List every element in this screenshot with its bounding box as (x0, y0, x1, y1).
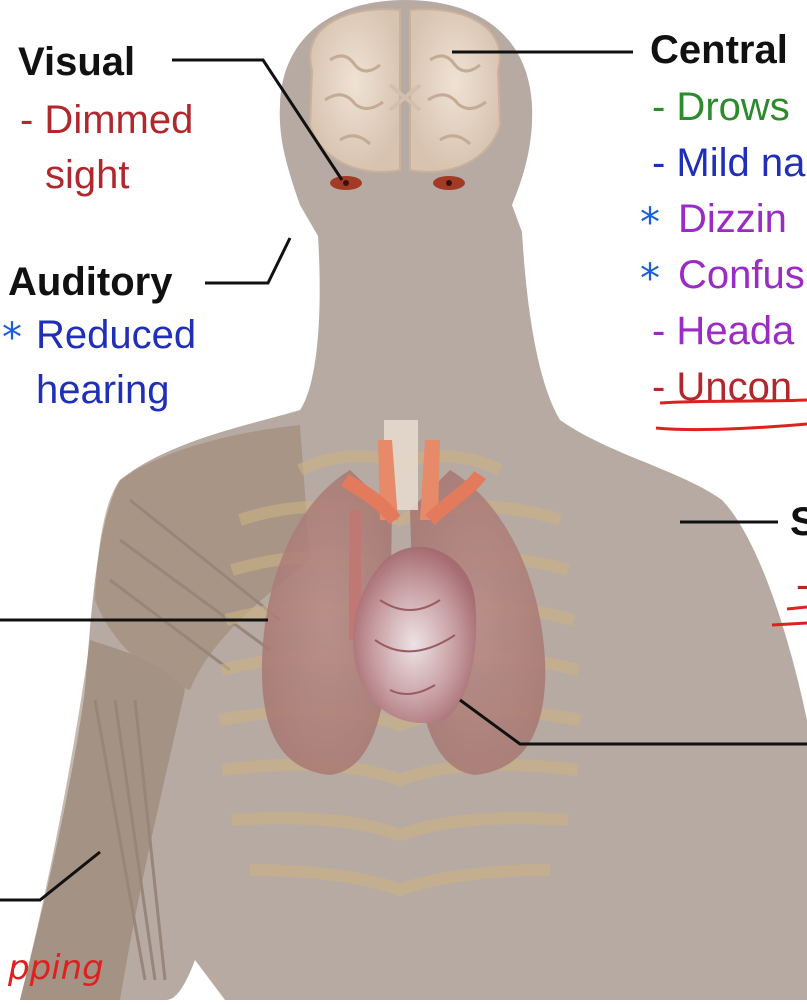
visual-heading: Visual (18, 42, 135, 82)
underline-skin-1 (787, 607, 807, 609)
central-item-3: Dizzin (678, 199, 787, 239)
central-item-6: - Uncon (652, 367, 792, 407)
asterisk-marker-dizziness: * (640, 203, 660, 243)
central-item-5: - Heada (652, 311, 794, 351)
handwritten-annotation: pping (8, 948, 104, 988)
skin-heading: S (790, 502, 807, 542)
central-heading: Central (650, 30, 788, 70)
visual-item-2: sight (45, 155, 130, 195)
central-item-2: - Mild na (652, 143, 805, 183)
underline-skin-2 (772, 623, 807, 625)
auditory-item-1: Reduced (36, 315, 196, 355)
skin-item: - (796, 565, 807, 605)
asterisk-marker-confusion: * (640, 259, 660, 299)
underline-unconscious-second (656, 424, 807, 430)
central-item-1: - Drows (652, 87, 790, 127)
auditory-heading: Auditory (8, 262, 172, 302)
central-item-4: Confus (678, 255, 805, 295)
auditory-leader-line (205, 238, 290, 283)
asterisk-marker-auditory: * (2, 318, 22, 358)
visual-item-1: - Dimmed (20, 100, 193, 140)
auditory-item-2: hearing (36, 370, 169, 410)
